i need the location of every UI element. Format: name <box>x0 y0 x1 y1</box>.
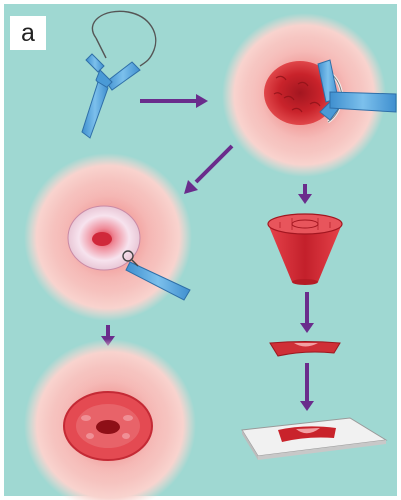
panel-label: a <box>10 16 46 50</box>
cervix-after-excision-icon <box>24 153 192 321</box>
